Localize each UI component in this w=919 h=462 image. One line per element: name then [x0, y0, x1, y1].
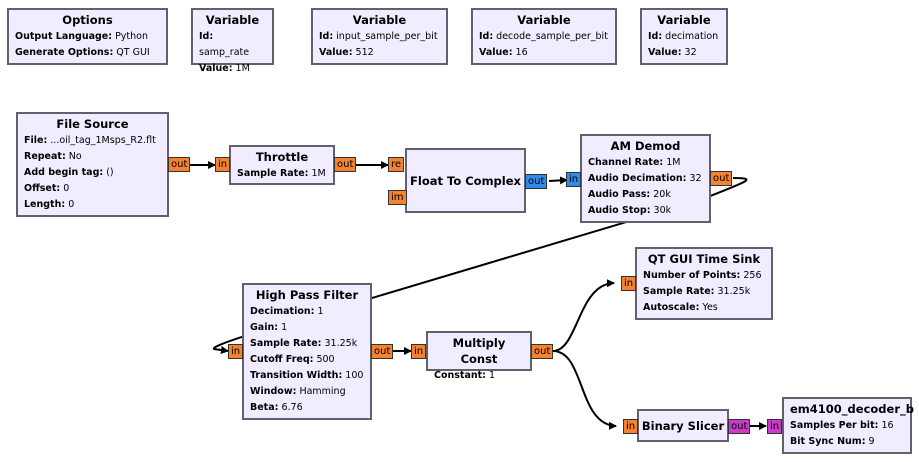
float-to-complex-block[interactable]: Float To Complex — [405, 148, 526, 213]
param-number-of-points: Number of Points: 256 — [643, 270, 762, 281]
block-title: Throttle — [255, 150, 309, 164]
block-title: Variable — [517, 13, 571, 27]
param-id: Id: decimation — [648, 31, 719, 42]
param-length: Length: 0 — [24, 199, 75, 210]
block-title: Multiply Const — [452, 336, 506, 366]
variable-block-samp-rate[interactable]: Variable Id: samp_rate Value: 1M — [191, 8, 274, 74]
block-title: Options — [62, 13, 113, 27]
param-cutoff-freq: Cutoff Freq: 500 — [250, 354, 335, 365]
block-title: Binary Slicer — [641, 418, 725, 433]
file-source-out-port[interactable]: out — [168, 157, 191, 172]
param-gain: Gain: 1 — [250, 322, 288, 333]
param-audio-pass: Audio Pass: 20k — [588, 189, 671, 200]
throttle-in-port[interactable]: in — [215, 157, 231, 172]
param-autoscale: Autoscale: Yes — [643, 302, 718, 313]
param-audio-stop: Audio Stop: 30k — [588, 205, 672, 216]
param-audio-decimation: Audio Decimation: 32 — [588, 173, 702, 184]
block-title: File Source — [56, 117, 129, 131]
options-block[interactable]: Options Output Language: Python Generate… — [7, 8, 168, 65]
param-value: Value: 1M — [199, 63, 250, 74]
param-output-language: Output Language: Python — [15, 31, 149, 42]
param-beta: Beta: 6.76 — [250, 402, 303, 413]
wire-multiply-slicer[interactable] — [552, 350, 617, 430]
param-value: Value: 16 — [479, 47, 528, 58]
param-id: Id: input_sample_per_bit — [319, 31, 438, 42]
qt-gui-time-sink-block[interactable]: QT GUI Time Sink Number of Points: 256 S… — [635, 247, 773, 320]
param-decimation: Decimation: 1 — [250, 306, 324, 317]
em4100-decoder-block[interactable]: em4100_decoder_b Samples Per bit: 16 Bit… — [782, 397, 914, 454]
wire-floattocomplex-amdemod[interactable] — [548, 176, 568, 185]
em4100-decoder-in-port[interactable]: in — [767, 419, 783, 434]
multiply-const-in-port[interactable]: in — [411, 344, 427, 359]
block-title: Variable — [657, 13, 711, 27]
block-title: High Pass Filter — [255, 288, 359, 302]
param-transition-width: Transition Width: 100 — [250, 370, 364, 381]
param-id: Id: decode_sample_per_bit — [479, 31, 608, 42]
variable-block-input-sample-per-bit[interactable]: Variable Id: input_sample_per_bit Value:… — [311, 8, 448, 65]
param-constant: Constant: 1 — [434, 370, 496, 381]
variable-block-decimation[interactable]: Variable Id: decimation Value: 32 — [640, 8, 728, 65]
high-pass-filter-block[interactable]: High Pass Filter Decimation: 1 Gain: 1 S… — [242, 283, 372, 420]
param-sample-rate: Sample Rate: 31.25k — [250, 338, 358, 349]
param-bit-sync-num: Bit Sync Num: 9 — [790, 436, 875, 447]
high-pass-filter-in-port[interactable]: in — [228, 344, 244, 359]
binary-slicer-in-port[interactable]: in — [623, 419, 639, 434]
param-add-begin-tag: Add begin tag: () — [24, 167, 114, 178]
param-offset: Offset: 0 — [24, 183, 70, 194]
multiply-const-out-port[interactable]: out — [531, 344, 554, 359]
param-samples-per-bit: Samples Per bit: 16 — [790, 420, 894, 431]
high-pass-filter-out-port[interactable]: out — [371, 344, 394, 359]
multiply-const-block[interactable]: Multiply Const Constant: 1 — [426, 331, 532, 381]
block-title: AM Demod — [610, 139, 681, 153]
param-channel-rate: Channel Rate: 1M — [588, 157, 681, 168]
param-window: Window: Hamming — [250, 386, 346, 397]
param-sample-rate: Sample Rate: 31.25k — [643, 286, 751, 297]
block-title: Variable — [352, 13, 407, 27]
param-value: Value: 512 — [319, 47, 374, 58]
float-to-complex-im-port[interactable]: im — [388, 190, 407, 205]
file-source-block[interactable]: File Source File: ...oil_tag_1Msps_R2.fl… — [16, 112, 169, 217]
param-file: File: ...oil_tag_1Msps_R2.flt — [24, 135, 156, 146]
throttle-out-port[interactable]: out — [334, 157, 357, 172]
block-title: Float To Complex — [410, 173, 521, 188]
float-to-complex-out-port[interactable]: out — [525, 174, 548, 189]
wire-multiply-timesink[interactable] — [552, 279, 615, 352]
param-sample-rate: Sample Rate: 1M — [237, 168, 326, 179]
binary-slicer-out-port[interactable]: out — [728, 419, 751, 434]
qt-gui-time-sink-in-port[interactable]: in — [621, 276, 637, 291]
binary-slicer-block[interactable]: Binary Slicer — [637, 409, 729, 442]
throttle-block[interactable]: Throttle Sample Rate: 1M — [229, 145, 335, 185]
param-repeat: Repeat: No — [24, 151, 82, 162]
param-value: Value: 32 — [648, 47, 697, 58]
am-demod-in-port[interactable]: in — [566, 172, 582, 187]
block-title: QT GUI Time Sink — [647, 252, 761, 266]
param-generate-options: Generate Options: QT GUI — [15, 47, 150, 58]
float-to-complex-re-port[interactable]: re — [388, 157, 405, 172]
variable-block-decode-sample-per-bit[interactable]: Variable Id: decode_sample_per_bit Value… — [471, 8, 617, 65]
param-id: Id: samp_rate — [199, 31, 250, 58]
am-demod-block[interactable]: AM Demod Channel Rate: 1M Audio Decimati… — [580, 134, 711, 223]
block-title: Variable — [205, 13, 260, 27]
block-title: em4100_decoder_b — [790, 402, 914, 416]
am-demod-out-port[interactable]: out — [710, 171, 733, 186]
